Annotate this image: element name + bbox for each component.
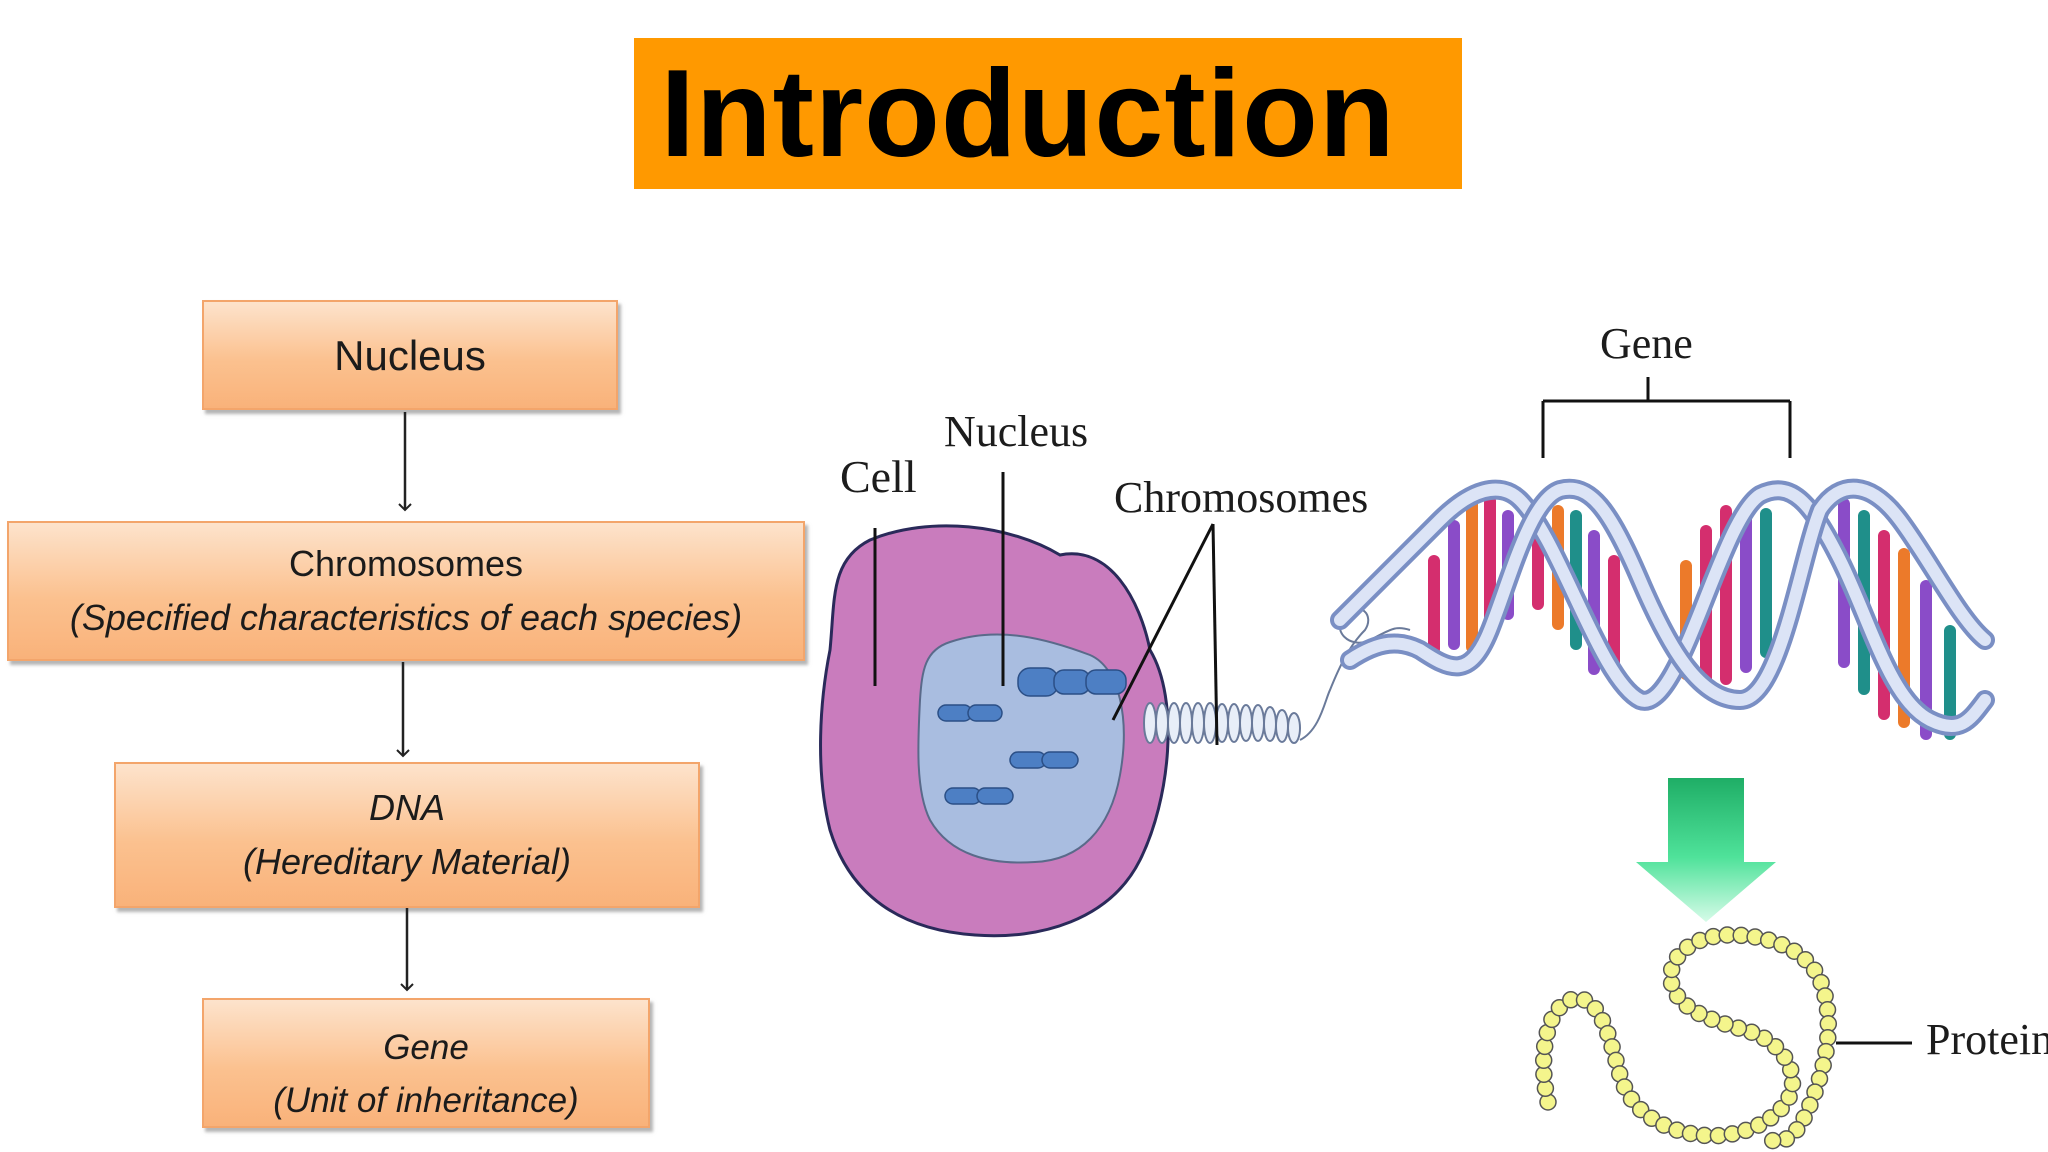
flow-box-dna-label: DNA xyxy=(368,787,445,828)
chromosome-bars xyxy=(937,667,1127,805)
pointer-lines xyxy=(873,472,1912,1045)
flow-box-nucleus: Nucleus xyxy=(202,300,618,410)
dna-backbone xyxy=(1330,478,1995,736)
label-gene: Gene xyxy=(1600,319,1693,368)
flow-box-dna-desc: (Hereditary Material) xyxy=(242,841,572,882)
flow-box-chromosomes-label: Chromosomes xyxy=(288,543,524,584)
flow-box-chromosomes-desc: (Specified characteristics of each speci… xyxy=(69,597,743,638)
chromosomes-pointer-b xyxy=(1211,523,1219,746)
chromosomes-pointer-a xyxy=(1111,523,1215,721)
nucleus-shape xyxy=(917,633,1125,864)
flow-box-nucleus-label: Nucleus xyxy=(334,331,486,379)
gene-bracket xyxy=(1541,377,1792,458)
protein-chain xyxy=(1534,926,1838,1150)
coiled-chromatin xyxy=(1143,607,1411,744)
slide-title: Introduction xyxy=(660,44,1396,183)
label-chromosomes: Chromosomes xyxy=(1114,473,1368,522)
protein-bead xyxy=(1763,1131,1782,1150)
dna-helix xyxy=(1330,478,1995,740)
label-nucleus: Nucleus xyxy=(944,407,1088,456)
label-protein: Protein xyxy=(1926,1015,2048,1064)
label-cell: Cell xyxy=(840,451,917,502)
flow-box-gene: Gene (Unit of inheritance) xyxy=(202,998,650,1128)
cell-illustration xyxy=(819,524,1411,938)
flow-arrows xyxy=(396,412,414,992)
flow-box-chromosomes: Chromosomes (Specified characteristics o… xyxy=(7,521,805,661)
flow-box-gene-desc: (Unit of inheritance) xyxy=(273,1080,579,1120)
flow-box-gene-label: Gene xyxy=(383,1028,469,1067)
gene-to-protein-arrow xyxy=(1636,778,1776,922)
title-banner: Introduction xyxy=(634,38,1462,189)
flow-box-dna: DNA (Hereditary Material) xyxy=(114,762,700,908)
